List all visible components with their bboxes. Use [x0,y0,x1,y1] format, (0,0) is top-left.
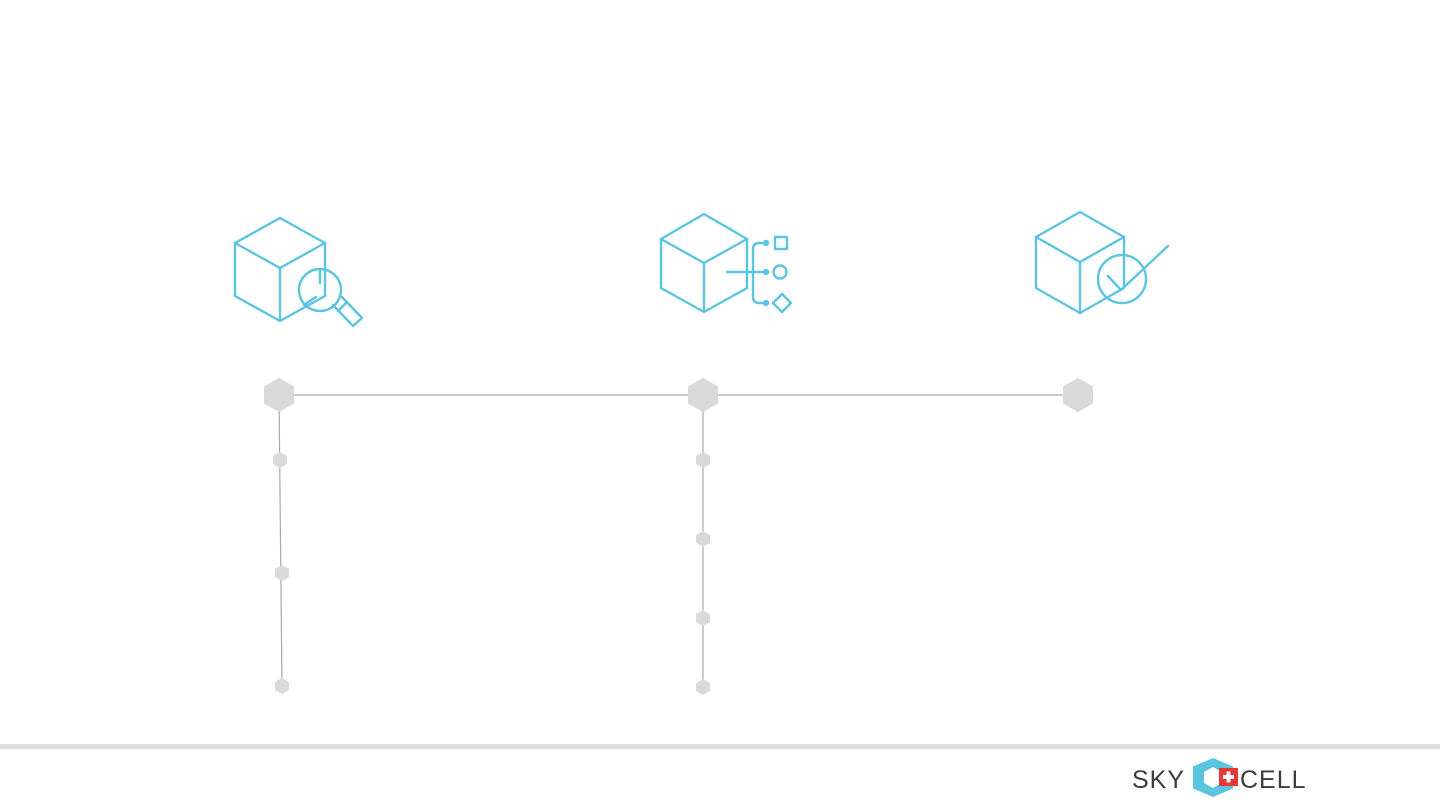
step-node-2 [688,378,718,412]
left-substep-node [275,678,289,694]
main-step-nodes [264,378,1093,412]
middle-substep-node [696,679,710,695]
middle-substep-node [696,452,710,468]
logo-text-sky: SKY [1132,766,1185,794]
logo-text-cell: CELL [1240,766,1307,794]
left-substep-nodes [273,452,289,694]
left-vertical-connector [278,394,283,687]
step-node-3 [1063,378,1093,412]
cube-checkmark-icon [1034,210,1170,315]
footer-divider [0,744,1440,749]
left-substep-node [275,565,289,581]
connector-lines [278,394,1078,687]
middle-substep-node [696,610,710,626]
cube-branching-icon [659,212,793,314]
skycell-logo: SKY CELL [1132,758,1307,797]
left-substep-node [273,452,287,468]
middle-substep-nodes [696,452,710,695]
cube-magnifier-icon [233,216,364,328]
step-node-1 [264,378,294,412]
middle-substep-node [696,531,710,547]
